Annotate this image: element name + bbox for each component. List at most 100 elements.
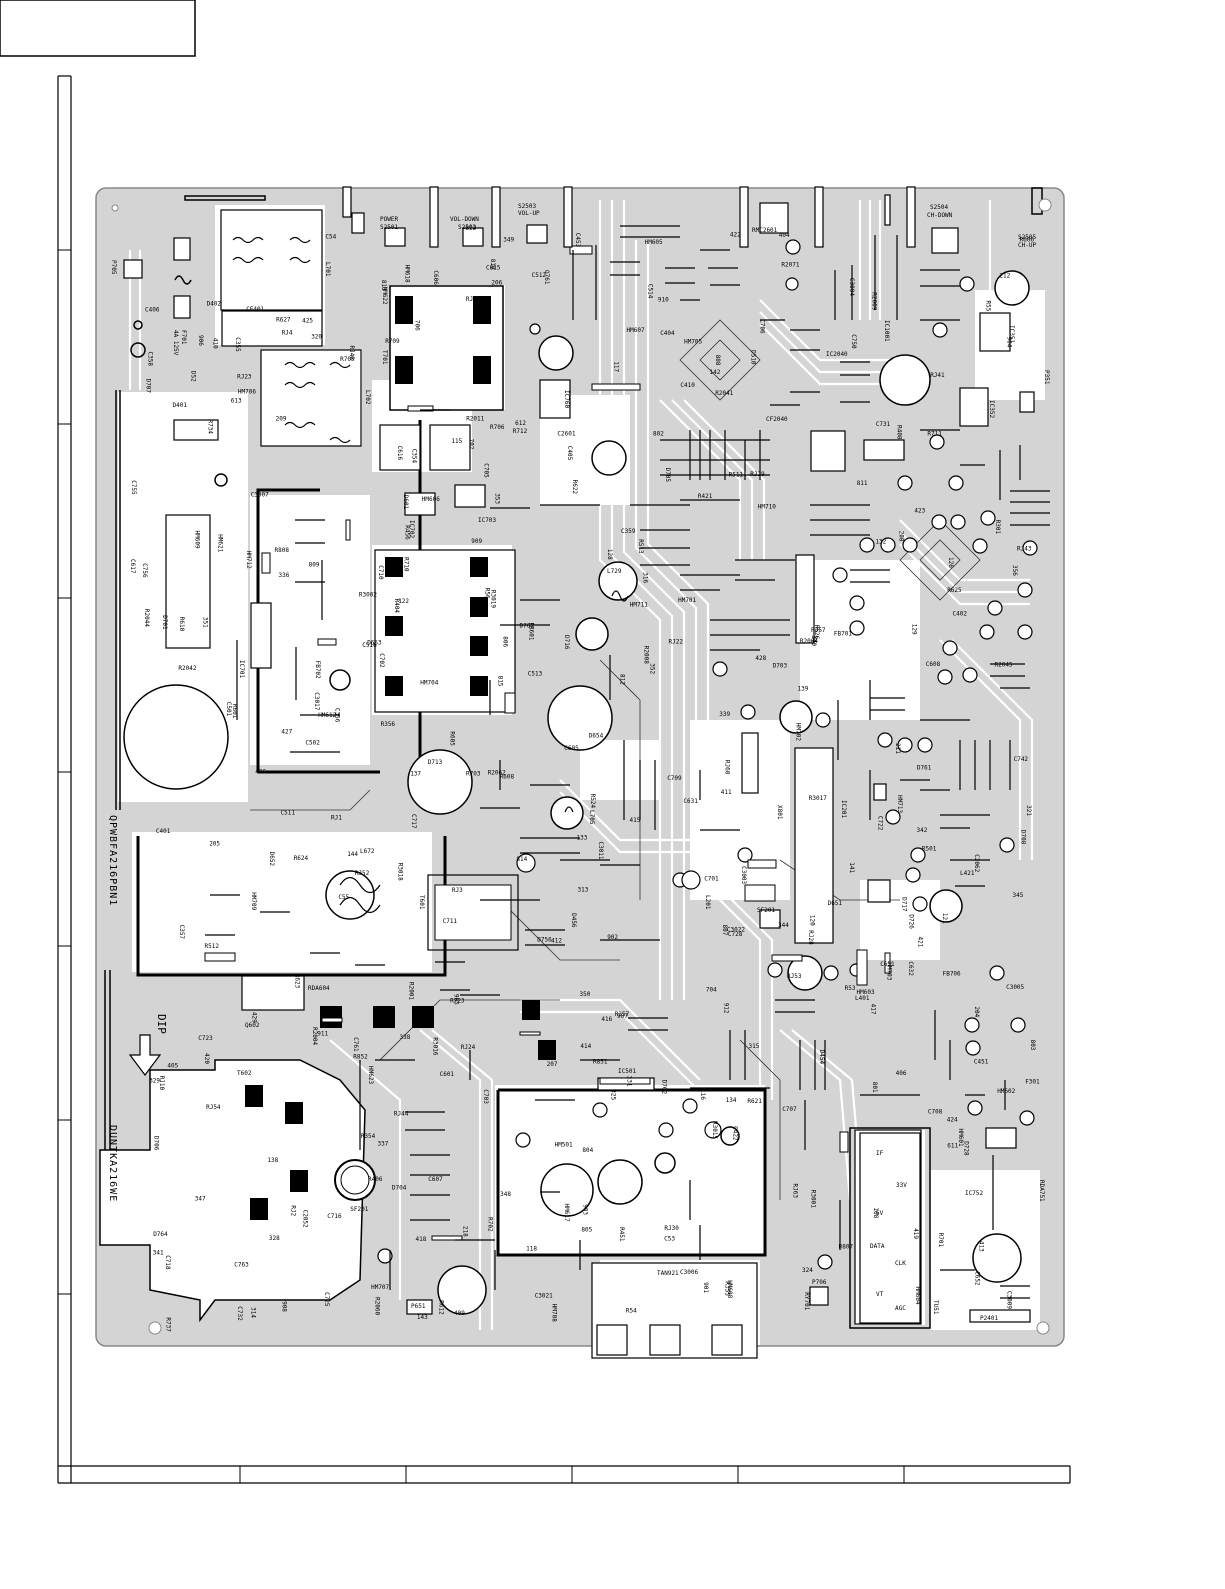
t602-flyback bbox=[99, 1059, 376, 1323]
component-ref-5: R709 bbox=[385, 338, 400, 345]
component-ref-159: R404 bbox=[393, 599, 400, 614]
component-ref-200: D52 bbox=[190, 371, 197, 382]
component-ref-215: RJ44 bbox=[394, 1110, 409, 1117]
component-ref-147: C3007 bbox=[251, 492, 269, 499]
jumper-ref-28: 117 bbox=[613, 361, 620, 372]
component-ref-23: C717 bbox=[410, 814, 417, 829]
component-ref-101: C513 bbox=[528, 670, 543, 677]
component-ref-89: C606 bbox=[432, 270, 439, 285]
component-ref-2: R703 bbox=[466, 770, 481, 777]
jumper-ref-70: 414 bbox=[580, 1043, 591, 1050]
t601-label: T601 bbox=[418, 895, 425, 910]
cf2040-label: CF2040 bbox=[766, 416, 788, 423]
component-ref-152: C3022 bbox=[727, 926, 745, 933]
component-ref-126: R2042 bbox=[178, 665, 196, 672]
component-ref-189: C55 bbox=[338, 894, 349, 901]
component-ref-27: C725 bbox=[323, 1292, 330, 1307]
jumper-ref-85: 611 bbox=[947, 1142, 958, 1149]
component-ref-78: R626 bbox=[813, 625, 820, 640]
jumper-ref-33: 115 bbox=[451, 438, 462, 445]
component-ref-97: C501 bbox=[225, 702, 232, 717]
t601-transformer bbox=[427, 874, 519, 951]
component-ref-165: R852 bbox=[353, 1053, 368, 1060]
jumper-ref-88: 702 bbox=[467, 439, 474, 450]
component-ref-77: R625 bbox=[947, 587, 962, 594]
component-ref-22: C716 bbox=[327, 1213, 342, 1220]
component-ref-111: HM608 bbox=[726, 1280, 733, 1298]
jumper-ref-101: 813 bbox=[380, 280, 387, 291]
component-ref-187: C53 bbox=[664, 1236, 675, 1243]
component-ref-76: R624 bbox=[294, 855, 309, 862]
jumper-labels: 4064181281261291088098102112122092082072… bbox=[149, 225, 1036, 1321]
component-ref-134: R3002 bbox=[359, 592, 377, 599]
component-ref-34: C756 bbox=[141, 563, 148, 578]
p351-label: P351 bbox=[1043, 370, 1050, 385]
component-ref-222: RJ60 bbox=[724, 760, 731, 775]
component-ref-155: R356 bbox=[381, 721, 396, 728]
component-ref-38: D702 bbox=[520, 623, 535, 630]
component-ref-201: RJ1 bbox=[331, 815, 342, 822]
component-ref-49: D728 bbox=[963, 1141, 970, 1156]
q761-label: Q761 bbox=[543, 270, 550, 285]
component-ref-214: RJ43 bbox=[1017, 546, 1032, 553]
jumper-ref-30: 120 bbox=[809, 915, 816, 926]
component-ref-84: R512 bbox=[205, 943, 220, 950]
component-ref-130: R2062 bbox=[488, 769, 506, 776]
component-ref-103: C516 bbox=[362, 642, 377, 649]
component-ref-47: D717 bbox=[901, 897, 908, 912]
jumper-ref-8: 211 bbox=[894, 743, 901, 754]
coils bbox=[232, 236, 629, 914]
component-ref-10: R734 bbox=[206, 420, 213, 435]
component-ref-87: C601 bbox=[440, 1071, 455, 1078]
jumper-ref-75: 420 bbox=[203, 1053, 210, 1064]
jumper-ref-78: 423 bbox=[914, 507, 925, 514]
component-ref-194: D510 bbox=[749, 350, 756, 365]
component-ref-70: R608 bbox=[500, 774, 515, 781]
jumper-ref-66: 410 bbox=[211, 338, 218, 349]
component-ref-104: HM601 bbox=[957, 1129, 964, 1147]
component-ref-54: HM701 bbox=[678, 597, 696, 604]
component-ref-190: D401 bbox=[173, 402, 188, 409]
p705-label: P705 bbox=[110, 260, 117, 275]
jumper-ref-103: 815 bbox=[497, 676, 504, 687]
tuner-box bbox=[849, 1127, 931, 1329]
component-ref-169: R56 bbox=[484, 588, 491, 599]
jumper-ref-0: 406 bbox=[896, 1070, 907, 1077]
jumper-ref-54: 345 bbox=[1013, 892, 1024, 899]
component-ref-92: C615 bbox=[486, 264, 501, 271]
component-ref-184: C632 bbox=[907, 961, 914, 976]
jumper-ref-21: 132 bbox=[875, 539, 886, 546]
ic702-label: IC702 bbox=[408, 520, 415, 538]
component-ref-133: R3001 bbox=[809, 1190, 816, 1208]
component-ref-1: R702 bbox=[487, 1217, 494, 1232]
component-ref-110: HM607 bbox=[627, 327, 645, 334]
mounting-holes bbox=[111, 198, 1052, 1335]
jumper-ref-41: 324 bbox=[802, 1267, 813, 1274]
component-ref-50: D756 bbox=[537, 937, 552, 944]
component-ref-160: R406 bbox=[368, 1176, 383, 1183]
jumper-ref-12: 207 bbox=[547, 1061, 558, 1068]
component-ref-20: C710 bbox=[377, 565, 384, 580]
component-ref-21: C711 bbox=[443, 918, 458, 925]
jumper-ref-94: 804 bbox=[582, 1147, 593, 1154]
jumper-ref-114: 911 bbox=[317, 1030, 328, 1037]
component-ref-81: R456 bbox=[403, 525, 410, 540]
component-ref-24: C718 bbox=[164, 1255, 171, 1270]
jumper-ref-29: 118 bbox=[526, 1246, 537, 1253]
component-ref-7: R711 bbox=[927, 431, 942, 438]
jumper-ref-23: 134 bbox=[726, 1097, 737, 1104]
jumper-ref-115: 912 bbox=[723, 1003, 730, 1014]
jumper-ref-113: 910 bbox=[658, 296, 669, 303]
jumper-ref-34: 313 bbox=[578, 887, 589, 894]
l701-label: L701 bbox=[324, 262, 331, 277]
jumper-ref-102: 814 bbox=[516, 856, 527, 863]
p2401-label: P2401 bbox=[980, 1315, 998, 1322]
left-grid-strip bbox=[57, 75, 72, 1483]
component-ref-99: C511 bbox=[281, 810, 296, 817]
electrolytic-capacitors bbox=[123, 270, 1030, 1315]
component-ref-98: C502 bbox=[305, 739, 320, 746]
x801-label: X801 bbox=[776, 805, 783, 820]
component-ref-176: C401 bbox=[156, 828, 171, 835]
